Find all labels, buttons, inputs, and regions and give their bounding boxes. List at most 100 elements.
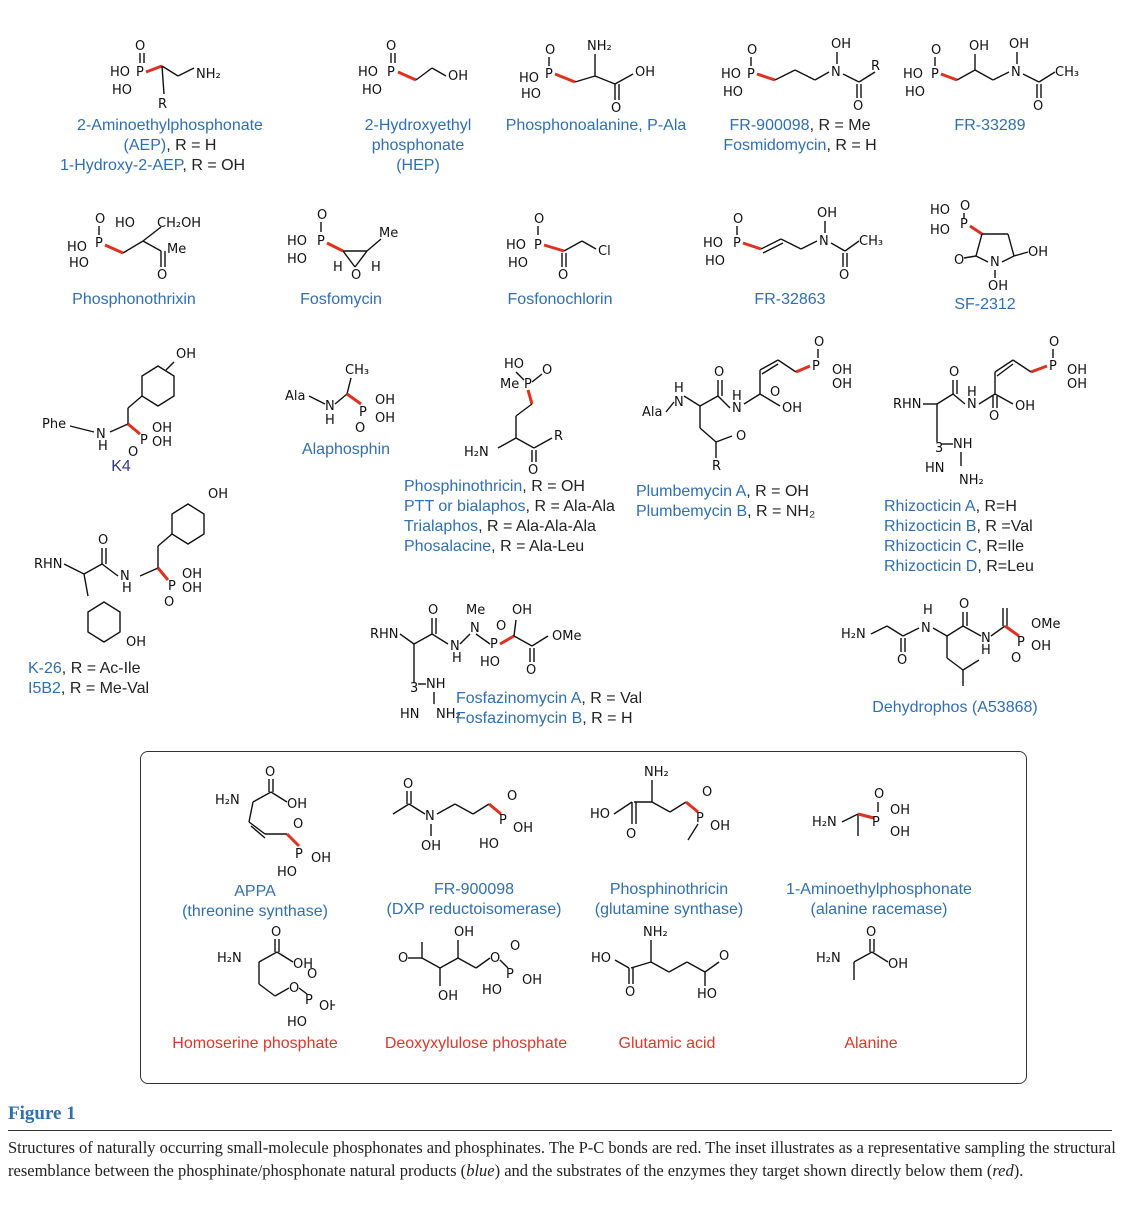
caption-part-2: ) and the substrates of the enzymes they… xyxy=(494,1161,993,1180)
svg-text:NH₂: NH₂ xyxy=(644,765,669,780)
phosalacine-r: , R = Ala-Leu xyxy=(491,538,585,555)
svg-text:OH: OH xyxy=(287,797,307,812)
alaphosphin-name: Alaphosphin xyxy=(301,441,391,458)
sf-2312-molecule-drawing: HO HO P O N OH O OH xyxy=(930,200,1048,294)
svg-text:H: H xyxy=(674,381,684,396)
svg-text:Me: Me xyxy=(466,603,485,618)
svg-text:P: P xyxy=(168,579,176,594)
svg-text:CH₃: CH₃ xyxy=(345,363,369,378)
svg-text:RHN: RHN xyxy=(893,397,922,412)
svg-text:O: O xyxy=(307,967,317,982)
svg-text:P: P xyxy=(317,234,325,249)
dehydrophos-molecule-drawing: H₂N O H N O N H P OMe OH O xyxy=(841,598,1060,686)
svg-text:H₂N: H₂N xyxy=(464,445,489,460)
svg-text:O: O xyxy=(507,789,517,804)
svg-text:OH: OH xyxy=(890,825,910,840)
svg-text:OH: OH xyxy=(1028,245,1048,260)
svg-text:H: H xyxy=(122,581,132,596)
svg-text:OH: OH xyxy=(152,435,172,450)
rhizocticin-d-r: , R=Leu xyxy=(977,558,1034,575)
svg-text:O: O xyxy=(355,421,365,436)
svg-text:O: O xyxy=(814,335,824,350)
svg-text:Ala: Ala xyxy=(642,405,662,420)
svg-text:OH: OH xyxy=(635,65,655,80)
appa-target: (threonine synthase) xyxy=(182,903,328,920)
svg-text:3: 3 xyxy=(410,681,418,696)
svg-text:H₂N: H₂N xyxy=(215,793,240,808)
svg-text:O: O xyxy=(386,39,396,54)
svg-text:OH: OH xyxy=(888,957,908,972)
svg-text:HO: HO xyxy=(905,85,925,100)
svg-text:OH: OH xyxy=(311,851,331,866)
svg-text:OH: OH xyxy=(522,973,542,988)
svg-text:HO: HO xyxy=(930,203,950,218)
svg-text:O: O xyxy=(534,212,544,227)
svg-text:NH₂: NH₂ xyxy=(959,473,984,488)
svg-text:HO: HO xyxy=(930,223,950,238)
svg-text:HO: HO xyxy=(506,238,526,253)
svg-text:OH: OH xyxy=(831,37,851,52)
svg-text:H: H xyxy=(98,439,108,454)
svg-text:OH: OH xyxy=(375,411,395,426)
alanine-name: Alanine xyxy=(844,1035,898,1052)
aep-name: 2-Aminoethylphosphonate (AEP) xyxy=(77,117,263,154)
svg-text:N: N xyxy=(470,621,480,636)
svg-text:HN: HN xyxy=(400,707,420,722)
svg-text:HO: HO xyxy=(703,236,723,251)
figure-title: Figure 1 xyxy=(8,1103,76,1124)
svg-text:HO: HO xyxy=(723,85,743,100)
svg-text:R: R xyxy=(158,97,167,112)
svg-text:P: P xyxy=(490,637,498,652)
svg-text:HO: HO xyxy=(705,254,725,269)
svg-text:N: N xyxy=(425,809,435,824)
bialaphos-r: , R = Ala-Ala xyxy=(525,498,615,515)
svg-text:HO: HO xyxy=(362,83,382,98)
svg-text:HO: HO xyxy=(903,67,923,82)
svg-text:Phe: Phe xyxy=(42,417,66,432)
i5b2-name: I5B2 xyxy=(28,680,61,697)
trialaphos-name: Trialaphos xyxy=(404,518,479,535)
svg-text:3: 3 xyxy=(935,441,943,456)
svg-text:P: P xyxy=(931,67,939,82)
svg-text:HO: HO xyxy=(277,865,297,880)
svg-text:O: O xyxy=(625,985,635,1000)
svg-text:OH: OH xyxy=(182,567,202,582)
svg-text:HO: HO xyxy=(69,256,89,271)
svg-text:O: O xyxy=(897,653,907,668)
svg-text:OMe: OMe xyxy=(1031,617,1060,632)
rhizocticin-d-name: Rhizocticin D xyxy=(884,558,978,575)
svg-text:NH₂: NH₂ xyxy=(436,707,461,722)
svg-text:H₂N: H₂N xyxy=(217,951,242,966)
svg-text:O: O xyxy=(839,268,849,283)
svg-text:OH: OH xyxy=(832,363,852,378)
deoxyxylulose-phosphate-name: Deoxyxylulose phosphate xyxy=(384,1035,568,1052)
svg-text:HO: HO xyxy=(110,65,130,80)
svg-text:O: O xyxy=(289,981,299,996)
svg-text:P: P xyxy=(696,811,704,826)
caption-part-1: Structures of naturally occurring small-… xyxy=(8,1138,1116,1180)
svg-text:O: O xyxy=(1033,99,1043,114)
svg-text:H: H xyxy=(967,385,977,400)
inset-phosphinothricin-structure: NH₂ HO O P O OH Phosphinothricin (glutam… xyxy=(579,762,759,920)
fosfonochlorin-name: Fosfonochlorin xyxy=(507,291,613,308)
deoxyxylulose-phosphate-structure: O OH OH O P O OH HO Deoxyxylulose phosph… xyxy=(365,922,587,1054)
svg-text:NH₂: NH₂ xyxy=(643,925,668,940)
svg-text:H: H xyxy=(732,389,742,404)
svg-text:O: O xyxy=(526,663,536,678)
svg-text:P: P xyxy=(1017,635,1025,650)
svg-text:O: O xyxy=(428,603,438,618)
phosphinothricin-name: Phosphinothricin xyxy=(404,478,523,495)
svg-text:O: O xyxy=(866,925,876,940)
svg-text:N: N xyxy=(967,397,977,412)
svg-text:O: O xyxy=(954,253,964,268)
svg-text:OH: OH xyxy=(969,39,989,54)
svg-text:O: O xyxy=(853,99,863,114)
